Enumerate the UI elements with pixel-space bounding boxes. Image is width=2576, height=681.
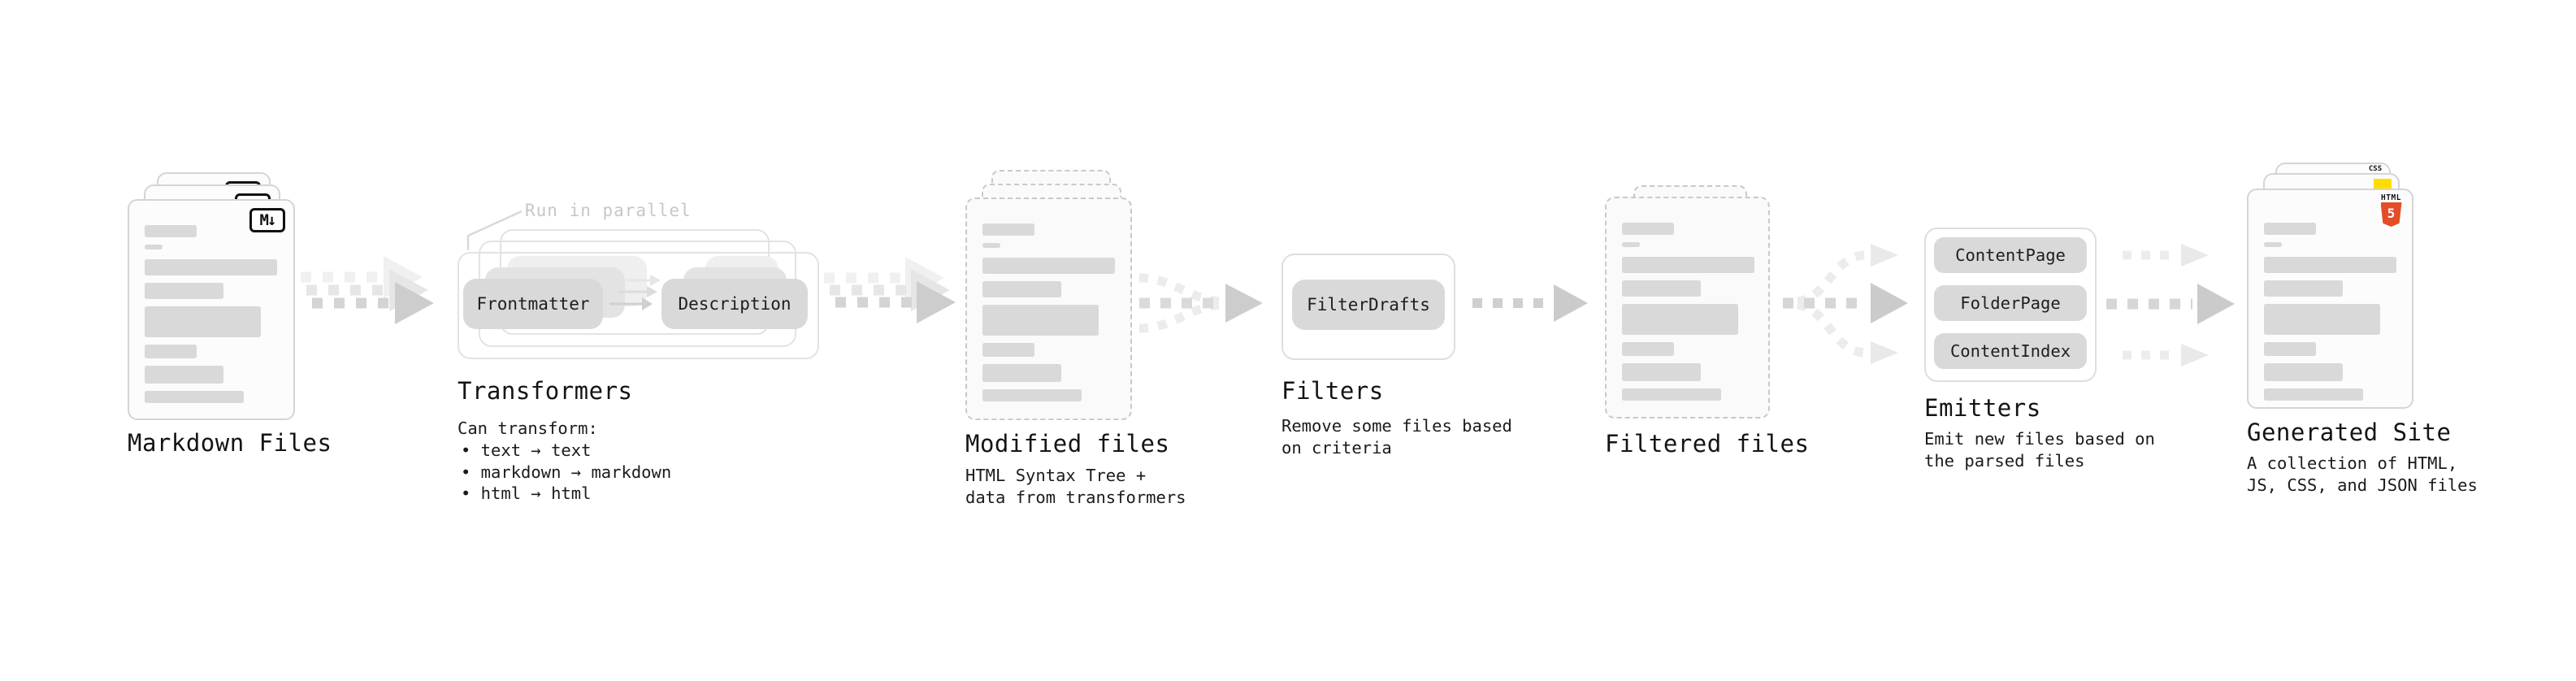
contentindex-pill: ContentIndex xyxy=(1934,333,2087,369)
contentpage-pill: ContentPage xyxy=(1934,237,2087,273)
modified-files-description: HTML Syntax Tree + data from transformer… xyxy=(965,466,1186,507)
filtered-file-card xyxy=(1605,197,1770,419)
markdown-file-card-front: M↓ xyxy=(128,199,295,420)
html5-icon-word: HTML xyxy=(2381,193,2401,202)
html5-icon-number: 5 xyxy=(2387,206,2396,221)
stage-label-generated-site: Generated Site xyxy=(2247,419,2452,446)
document-skeleton xyxy=(982,223,1115,409)
stage-label-transformers: Transformers xyxy=(458,377,633,405)
frontmatter-pill-label: Frontmatter xyxy=(476,294,590,314)
bullet-item: • text → text xyxy=(461,440,592,460)
folderpage-pill: FolderPage xyxy=(1934,285,2087,321)
generated-site-description: A collection of HTML, JS, CSS, and JSON … xyxy=(2247,453,2478,495)
arrow-modified-to-filters xyxy=(1138,273,1263,333)
js-icon xyxy=(2374,179,2392,189)
html5-icon-shield: 5 xyxy=(2380,202,2402,227)
bullet-item: • markdown → markdown xyxy=(461,462,672,482)
transformers-note-heading: Can transform: xyxy=(458,419,598,438)
transformers-bullet-list: • text → text • markdown → markdown • ht… xyxy=(461,440,671,505)
site-file-card-front: HTML 5 xyxy=(2247,189,2413,409)
bullet-item: • html → html xyxy=(461,484,592,503)
arrow-filters-to-filtered xyxy=(1472,284,1588,322)
emitters-description: Emit new files based on the parsed files xyxy=(1924,429,2155,471)
transformer-container-front xyxy=(458,252,819,359)
arrow-emitters-to-site xyxy=(2106,244,2235,367)
arrow-markdown-to-transformers xyxy=(301,256,434,324)
run-in-parallel-annotation: Run in parallel xyxy=(525,201,692,220)
stage-label-filters: Filters xyxy=(1281,377,1384,405)
arrow-filtered-to-emitters xyxy=(1783,244,1908,364)
document-skeleton xyxy=(1622,223,1754,408)
markdown-icon-text: M↓ xyxy=(259,211,277,229)
description-pill-label: Description xyxy=(678,294,791,314)
filterdrafts-pill: FilterDrafts xyxy=(1292,280,1445,330)
html5-icon: HTML 5 xyxy=(2380,193,2402,227)
folderpage-pill-label: FolderPage xyxy=(1960,293,2061,313)
stage-label-filtered-files: Filtered files xyxy=(1605,430,1810,458)
filters-description: Remove some files based on criteria xyxy=(1281,416,1512,458)
arrow-transformers-to-modified xyxy=(824,257,956,323)
contentpage-pill-label: ContentPage xyxy=(1955,245,2066,265)
frontmatter-pill: Frontmatter xyxy=(463,279,603,329)
stage-label-emitters: Emitters xyxy=(1924,394,2041,422)
filterdrafts-pill-label: FilterDrafts xyxy=(1307,295,1430,314)
modified-file-card xyxy=(965,197,1132,420)
markdown-icon: M↓ xyxy=(249,208,285,232)
stage-label-markdown-files: Markdown Files xyxy=(128,429,332,457)
css-icon-text: CSS xyxy=(2368,165,2383,173)
description-pill: Description xyxy=(661,279,808,329)
document-skeleton xyxy=(2264,223,2396,408)
stage-label-modified-files: Modified files xyxy=(965,430,1170,458)
contentindex-pill-label: ContentIndex xyxy=(1949,341,2071,361)
document-skeleton xyxy=(145,225,277,410)
